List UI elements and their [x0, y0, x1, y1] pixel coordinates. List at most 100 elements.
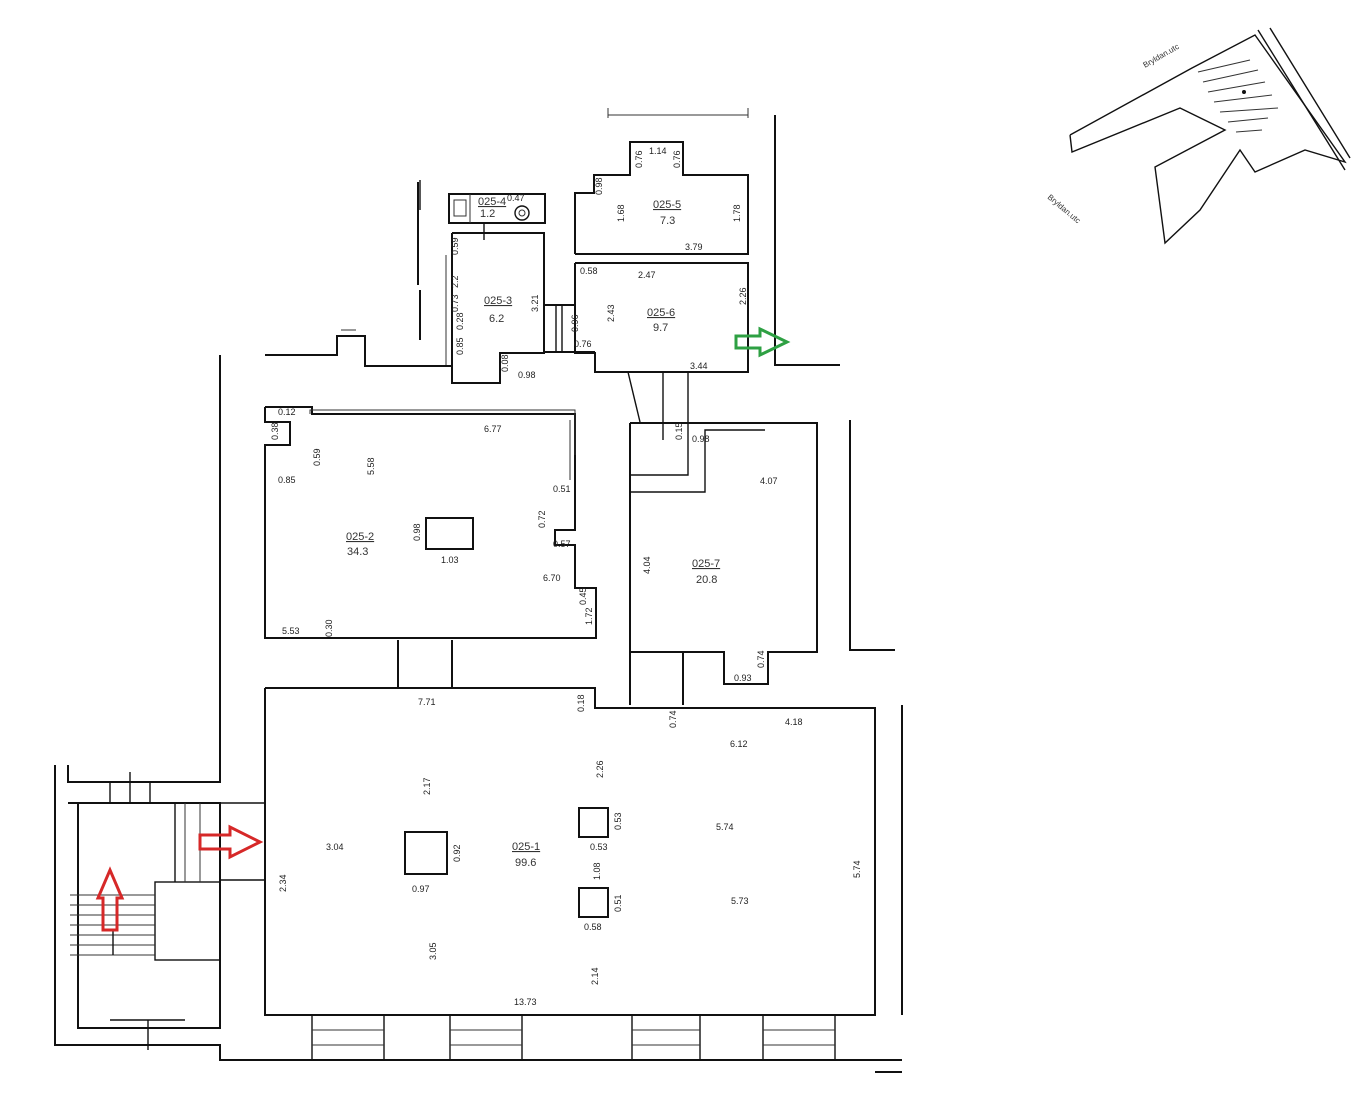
- dimension-label: 0.28: [455, 312, 465, 330]
- outer-walls: [54, 108, 903, 1073]
- dimension-label: 2.26: [595, 760, 605, 778]
- room-025-3: 025-3 6.2 0.59 2.2 0.28 0.73 3.21 0.85 0…: [445, 232, 545, 384]
- street-label-left: Bryldan.utc: [1046, 193, 1082, 226]
- dimension-label: 0.51: [553, 484, 571, 494]
- dimension-label: 0.74: [668, 710, 678, 728]
- dimension-label: 0.12: [278, 407, 296, 417]
- room-area-label: 20.8: [696, 574, 717, 586]
- room-area-label: 9.7: [653, 322, 668, 334]
- entrance-arrow-up: [95, 866, 125, 932]
- room-025-7: 025-7 20.8 0.15 0.98 4.07 4.04 0.74 0.93: [629, 422, 818, 705]
- stairwell: [68, 772, 265, 1050]
- room-area-label: 7.3: [660, 215, 675, 227]
- dimension-label: 0.98: [412, 523, 422, 541]
- dimension-label: 6.12: [730, 739, 748, 749]
- location-inset: Bryldan.utc Bryldan.utc: [1046, 27, 1351, 245]
- dimension-label: 2.17: [422, 777, 432, 795]
- dimension-label: 13.73: [514, 997, 537, 1007]
- street-label-top: Bryldan.utc: [1142, 42, 1181, 70]
- dimension-label: 1.14: [649, 146, 667, 156]
- dimension-label: 0.15: [674, 422, 684, 440]
- dimension-label: 0.73: [450, 294, 460, 312]
- window-bottom-4: [762, 1014, 836, 1061]
- dimension-label: 7.71: [418, 697, 436, 707]
- window-bottom-2: [449, 1014, 523, 1061]
- dimension-label: 0.57: [553, 539, 571, 549]
- dimension-label: 3.21: [530, 294, 540, 312]
- dimension-label: 0.98: [518, 370, 536, 380]
- room-id-label: 025-3: [484, 295, 512, 307]
- room-area-label: 1.2: [480, 208, 495, 220]
- dimension-label: 3.04: [326, 842, 344, 852]
- room-area-label: 34.3: [347, 546, 368, 558]
- room-id-label: 025-4: [478, 196, 506, 208]
- dimension-label: 2.14: [590, 967, 600, 985]
- room-025-6: 025-6 9.7 0.58 2.47 2.43 0.96 2.26 0.76 …: [570, 262, 749, 373]
- room-025-5: 025-5 7.3 1.14 0.76 0.76 0.98 1.68 1.78 …: [574, 141, 749, 255]
- dimension-label: 5.58: [366, 457, 376, 475]
- dimension-label: 5.53: [282, 626, 300, 636]
- dimension-label: 0.93: [734, 673, 752, 683]
- room-025-2: 025-2 34.3 0.12 6.77 0.38 0.59 5.58 0.85…: [264, 406, 597, 639]
- dimension-label: 2.43: [606, 304, 616, 322]
- dimension-label: 3.79: [685, 242, 703, 252]
- exit-arrow-right: [734, 326, 791, 358]
- room-025-4: 025-4 1.2 0.47: [448, 193, 546, 240]
- dimension-label: 0.85: [278, 475, 296, 485]
- dimension-label: 2.47: [638, 270, 656, 280]
- dimension-label: 1.72: [584, 607, 594, 625]
- dimension-label: 0.47: [507, 193, 525, 203]
- dimension-label: 1.08: [592, 862, 602, 880]
- passage-025-6-025-7: [627, 371, 689, 440]
- dimension-label: 0.58: [580, 266, 598, 276]
- room-025-1: 025-1 99.6 7.71 4.18 6.12 0.18 0.74 2.17…: [264, 687, 876, 1061]
- dimension-label: 0.59: [450, 237, 460, 255]
- dimension-label: 5.74: [716, 822, 734, 832]
- room-id-label: 025-6: [647, 307, 675, 319]
- room-id-label: 025-5: [653, 199, 681, 211]
- dimension-label: 0.08: [500, 354, 510, 372]
- dimension-label: 4.07: [760, 476, 778, 486]
- dimension-label: 0.18: [576, 694, 586, 712]
- dimension-label: 0.30: [324, 619, 334, 637]
- dimension-label: 0.92: [452, 844, 462, 862]
- room-id-label: 025-2: [346, 531, 374, 543]
- dimension-label: 0.97: [412, 884, 430, 894]
- dimension-label: 1.78: [732, 204, 742, 222]
- dimension-label: 2.2: [450, 275, 460, 288]
- dimension-label: 0.59: [312, 448, 322, 466]
- dimension-label: 1.68: [616, 204, 626, 222]
- room-id-label: 025-7: [692, 558, 720, 570]
- dimension-label: 3.44: [690, 361, 708, 371]
- room-025-1-id: 025-1: [512, 841, 540, 853]
- dimension-label: 5.73: [731, 896, 749, 906]
- dimension-label: 0.38: [270, 422, 280, 440]
- room-area-label: 6.2: [489, 313, 504, 325]
- entrance-arrow-right: [198, 824, 264, 860]
- dimension-label: 6.77: [484, 424, 502, 434]
- dimension-label: 0.72: [537, 510, 547, 528]
- dimension-label: 0.98: [594, 177, 604, 195]
- dimension-label: 0.58: [584, 922, 602, 932]
- dimension-label: 0.76: [672, 150, 682, 168]
- dimension-label: 0.51: [613, 894, 623, 912]
- dimension-label: 2.34: [278, 874, 288, 892]
- window-bottom-3: [631, 1014, 701, 1061]
- dimension-label: 0.76: [574, 339, 592, 349]
- window-bottom-1: [311, 1014, 385, 1061]
- dimension-label: 4.18: [785, 717, 803, 727]
- dimension-label: 3.05: [428, 942, 438, 960]
- dimension-label: 0.53: [590, 842, 608, 852]
- corridor-connector: [397, 640, 453, 688]
- dimension-label: 4.04: [642, 556, 652, 574]
- dimension-label: 0.53: [613, 812, 623, 830]
- dimension-label: 5.74: [852, 860, 862, 878]
- dimension-label: 0.96: [570, 314, 580, 332]
- dimension-label: 1.03: [441, 555, 459, 565]
- dimension-label: 6.70: [543, 573, 561, 583]
- room-025-1-area: 99.6: [515, 857, 536, 869]
- dimension-label: 2.26: [738, 287, 748, 305]
- dimension-label: 0.76: [634, 150, 644, 168]
- dimension-label: 0.74: [756, 650, 766, 668]
